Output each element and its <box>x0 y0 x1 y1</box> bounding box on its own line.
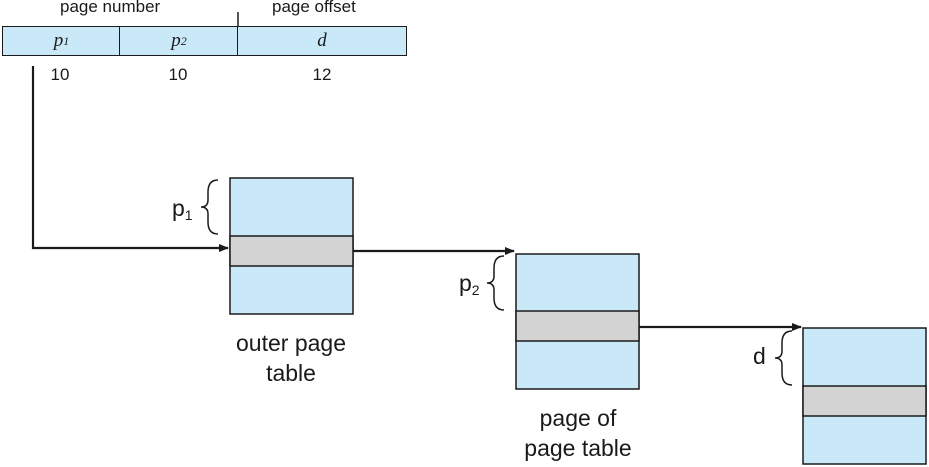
arrow-p1-to-outer <box>31 66 229 252</box>
bits-d: 12 <box>312 65 332 84</box>
field-p2-sub: 2 <box>180 33 187 48</box>
field-p1-sub: 1 <box>63 33 70 48</box>
page-number-label: page number <box>60 0 161 16</box>
field-p2-name: p <box>171 30 181 51</box>
field-p1-name: p <box>53 30 64 51</box>
field-d-name: d <box>317 30 327 51</box>
inner-table-caption: page of page table <box>524 405 632 461</box>
bits-p2: 10 <box>168 65 188 84</box>
page-offset-label: page offset <box>272 0 356 16</box>
inner-page-table <box>515 253 640 390</box>
brace-d <box>774 330 793 386</box>
frame-entry <box>802 385 927 417</box>
address-field-d: d <box>237 26 407 56</box>
memory-frame <box>802 327 927 465</box>
outer-page-table <box>229 177 354 315</box>
outer-brace-label: p1 <box>172 195 193 223</box>
inner-table-entry <box>515 310 640 342</box>
brace-p2 <box>486 255 505 311</box>
inner-brace-label: p2 <box>459 270 480 298</box>
outer-table-entry <box>229 235 354 267</box>
frame-brace-label: d <box>753 343 766 369</box>
outer-table-caption: outer page table <box>236 330 346 386</box>
brace-p1 <box>200 179 219 235</box>
bits-p1: 10 <box>50 65 70 84</box>
